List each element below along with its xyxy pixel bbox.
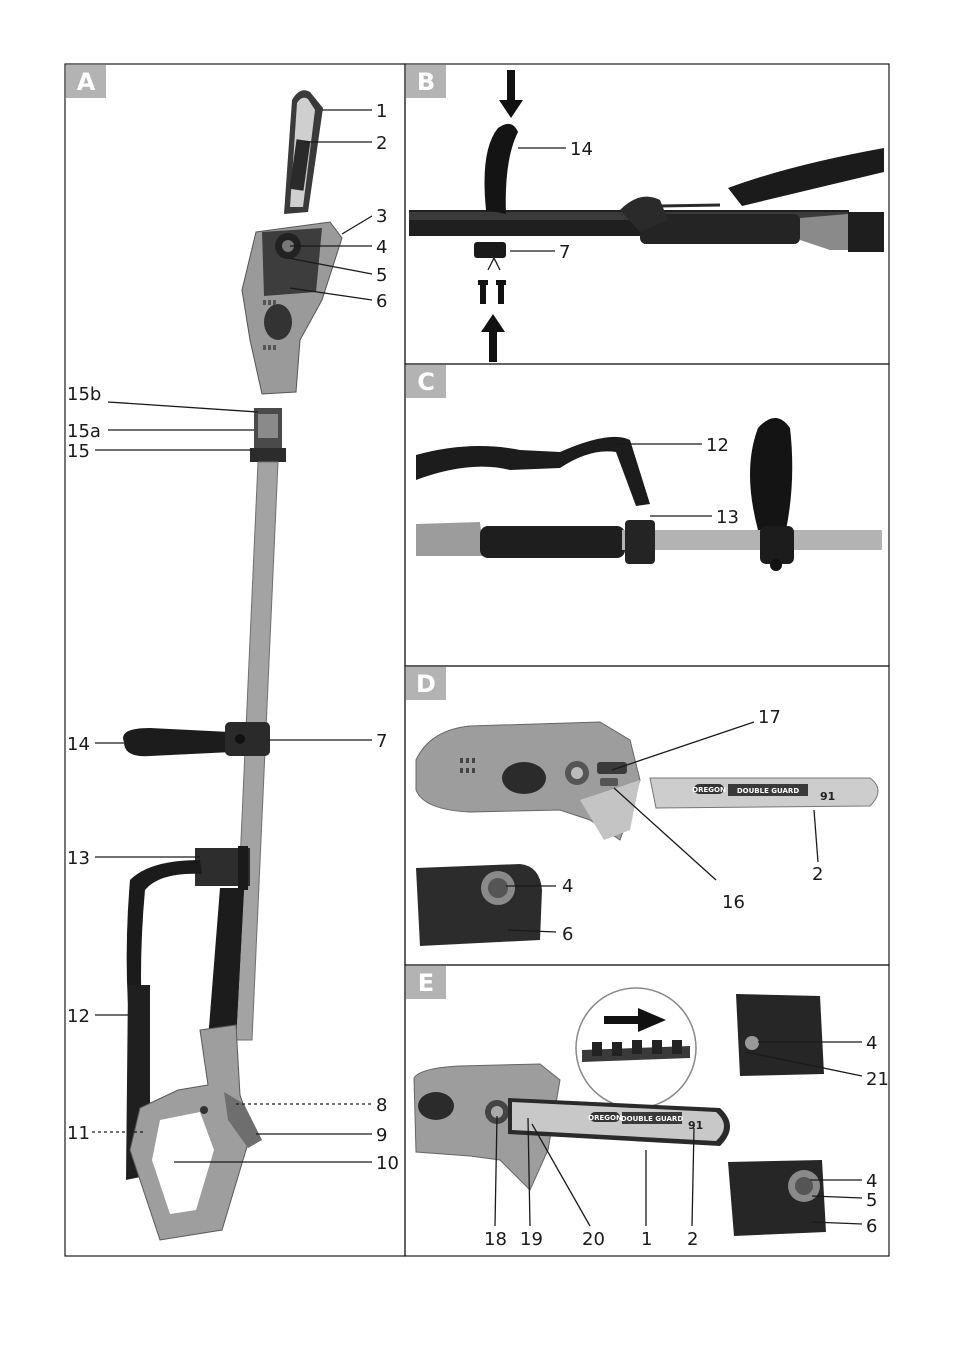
label-e-18: 18 (484, 1229, 507, 1250)
arrow-down-icon (499, 70, 523, 118)
label-e-20: 20 (582, 1229, 605, 1250)
label-a-15: 15 (67, 441, 90, 462)
label-a-4: 4 (376, 237, 387, 258)
panel-badge-a: A (66, 65, 106, 98)
detail-sprocket-cover (416, 864, 542, 946)
label-b-7: 7 (559, 242, 570, 263)
oregon-logo: OREGON (692, 786, 726, 794)
bar-number: 91 (820, 790, 835, 803)
label-d-6: 6 (562, 924, 573, 945)
label-c-13: 13 (716, 507, 739, 528)
panel-frames (64, 63, 890, 1257)
label-e-4-top: 4 (866, 1033, 877, 1054)
chain-direction-detail (575, 987, 697, 1109)
guide-bar-with-chain (284, 90, 323, 214)
guide-bar-with-chain-e: OREGON DOUBLE GUARD 91 (508, 1098, 730, 1146)
label-a-3: 3 (376, 206, 387, 227)
label-a-12: 12 (67, 1006, 90, 1027)
pole-coupling (250, 408, 286, 462)
panel-badge-c: C (406, 365, 446, 398)
label-a-11: 11 (67, 1123, 90, 1144)
pole-pruner-illustration: 1 2 3 4 5 6 15b 15a 15 14 7 13 12 8 9 11… (67, 90, 399, 1241)
panel-badge-b: B (406, 65, 446, 98)
label-a-14: 14 (67, 734, 90, 755)
panel-badge-e: E (406, 966, 446, 999)
panel-b-handle-mounting: 14 7 (409, 70, 884, 362)
panel-d-bar-mounting: OREGON DOUBLE GUARD 91 17 16 2 4 6 (415, 707, 879, 946)
additional-handle (123, 722, 270, 757)
motor-housing (241, 221, 343, 395)
svg-text:E: E (418, 969, 434, 997)
label-a-6: 6 (376, 291, 387, 312)
label-d-17: 17 (758, 707, 781, 728)
panel-badge-d: D (406, 667, 446, 700)
label-a-8: 8 (376, 1095, 387, 1116)
svg-text:B: B (417, 68, 435, 96)
bar-number-e: 91 (688, 1119, 703, 1132)
label-e-1: 1 (641, 1229, 652, 1250)
label-e-6: 6 (866, 1216, 877, 1237)
label-a-15a: 15a (67, 421, 101, 442)
label-a-1: 1 (376, 101, 387, 122)
svg-text:C: C (417, 368, 435, 396)
detail-cover-bottom (728, 1160, 826, 1236)
label-c-12: 12 (706, 435, 729, 456)
strap-bracket (195, 846, 250, 890)
oregon-logo-e: OREGON (588, 1114, 622, 1122)
guide-bar: OREGON DOUBLE GUARD 91 (649, 777, 879, 809)
label-a-10: 10 (376, 1153, 399, 1174)
label-a-7: 7 (376, 731, 387, 752)
rear-handle (129, 1024, 262, 1241)
svg-text:A: A (77, 68, 96, 96)
svg-text:D: D (416, 670, 436, 698)
label-a-2: 2 (376, 133, 387, 154)
double-guard-logo-e: DOUBLE GUARD (621, 1115, 683, 1123)
label-a-9: 9 (376, 1125, 387, 1146)
label-b-14: 14 (570, 139, 593, 160)
label-d-2: 2 (812, 864, 823, 885)
label-d-16: 16 (722, 892, 745, 913)
label-d-4: 4 (562, 876, 573, 897)
label-a-13: 13 (67, 848, 90, 869)
label-e-21: 21 (866, 1069, 889, 1090)
label-a-5: 5 (376, 265, 387, 286)
label-e-5: 5 (866, 1190, 877, 1211)
double-guard-logo: DOUBLE GUARD (737, 787, 799, 795)
label-e-4-bottom: 4 (866, 1171, 877, 1192)
panel-c-strap: 12 13 (416, 418, 882, 571)
label-e-19: 19 (520, 1229, 543, 1250)
arrow-up-icon (481, 314, 505, 362)
label-a-15b: 15b (67, 384, 101, 405)
label-e-2: 2 (687, 1229, 698, 1250)
panel-e-chain-mounting: OREGON DOUBLE GUARD 91 4 21 4 5 6 18 (413, 987, 889, 1250)
detail-cover-top (736, 994, 824, 1076)
